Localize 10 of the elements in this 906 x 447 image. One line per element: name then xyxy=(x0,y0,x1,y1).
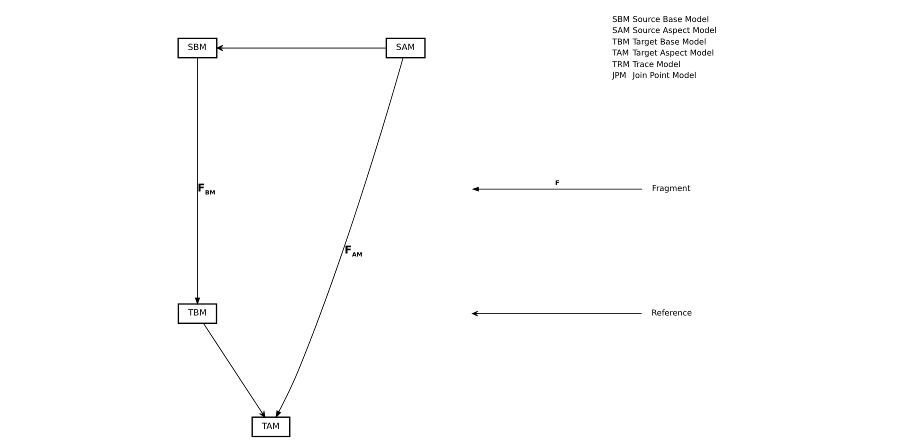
arrow xyxy=(194,57,200,306)
arrow xyxy=(216,44,387,52)
node-box: TAM xyxy=(252,416,290,438)
arrow xyxy=(275,57,404,418)
node-box: TBM xyxy=(178,303,218,324)
node-box: SBM xyxy=(177,38,218,58)
edge-label: F$_{AM}$ xyxy=(344,244,362,259)
node-box: SAM xyxy=(386,38,426,58)
arrow xyxy=(203,322,266,418)
edge-label: F$_{BM}$ xyxy=(197,181,216,196)
